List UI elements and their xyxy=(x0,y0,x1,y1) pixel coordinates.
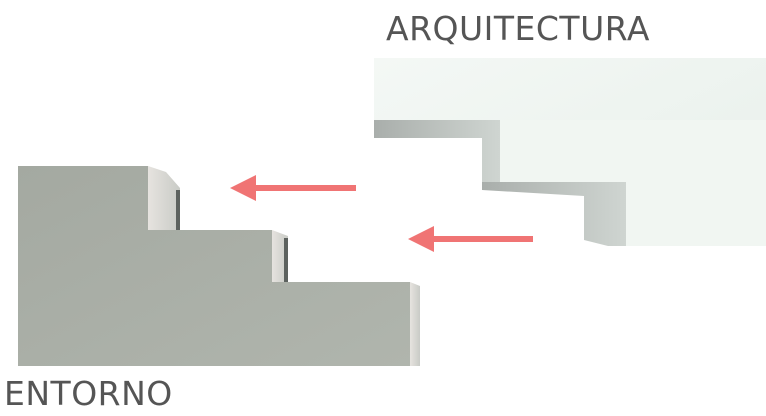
architecture-block xyxy=(374,58,766,246)
environment-label: ENTORNO xyxy=(4,374,173,413)
environment-block-face xyxy=(18,166,410,366)
environment-step-light-bottom xyxy=(410,282,420,366)
environment-step-gap-middle xyxy=(284,238,288,282)
architecture-step-shadow-upper xyxy=(374,120,500,190)
environment-step-gap-top xyxy=(176,190,180,230)
environment-block xyxy=(18,166,420,366)
arrow-left-icon xyxy=(230,175,356,201)
architecture-label: ARQUITECTURA xyxy=(386,9,650,48)
architecture-step-shadow-lower xyxy=(482,182,626,246)
architecture-front-panel xyxy=(500,120,766,246)
arrow-left-icon xyxy=(408,226,533,252)
environment-step-light-top xyxy=(148,166,180,230)
